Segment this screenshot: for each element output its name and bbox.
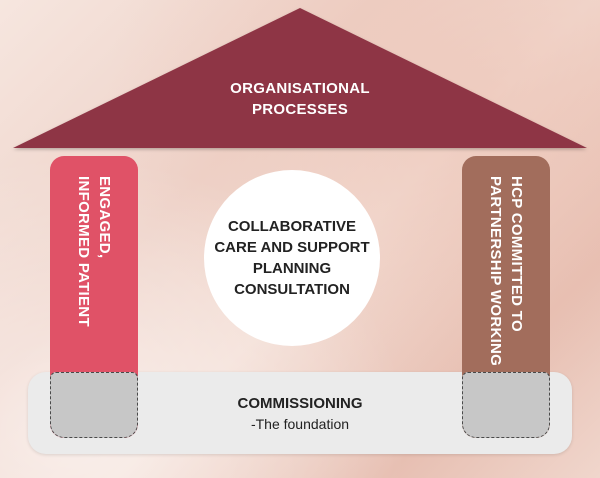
roof-shape — [13, 8, 587, 148]
right-pillar: HCP COMMITTED TO PARTNERSHIP WORKING — [462, 156, 550, 438]
center-circle-label: COLLABORATIVE CARE AND SUPPORT PLANNING … — [214, 218, 370, 298]
left-pillar-base — [50, 372, 138, 438]
left-pillar-label-text: ENGAGED, INFORMED PATIENT — [75, 176, 113, 327]
roof-label-text: ORGANISATIONAL PROCESSES — [230, 80, 370, 118]
roof-label: ORGANISATIONAL PROCESSES — [150, 78, 450, 120]
left-pillar: ENGAGED, INFORMED PATIENT — [50, 156, 138, 438]
left-pillar-label: ENGAGED, INFORMED PATIENT — [50, 176, 138, 372]
foundation-title: COMMISSIONING — [237, 395, 363, 412]
right-pillar-base — [462, 372, 550, 438]
roof-triangle — [13, 8, 587, 148]
right-pillar-label-text: HCP COMMITTED TO PARTNERSHIP WORKING — [487, 176, 525, 367]
right-pillar-label: HCP COMMITTED TO PARTNERSHIP WORKING — [462, 176, 550, 372]
foundation-subtitle: -The foundation — [250, 416, 350, 432]
center-circle: COLLABORATIVE CARE AND SUPPORT PLANNING … — [204, 170, 380, 346]
